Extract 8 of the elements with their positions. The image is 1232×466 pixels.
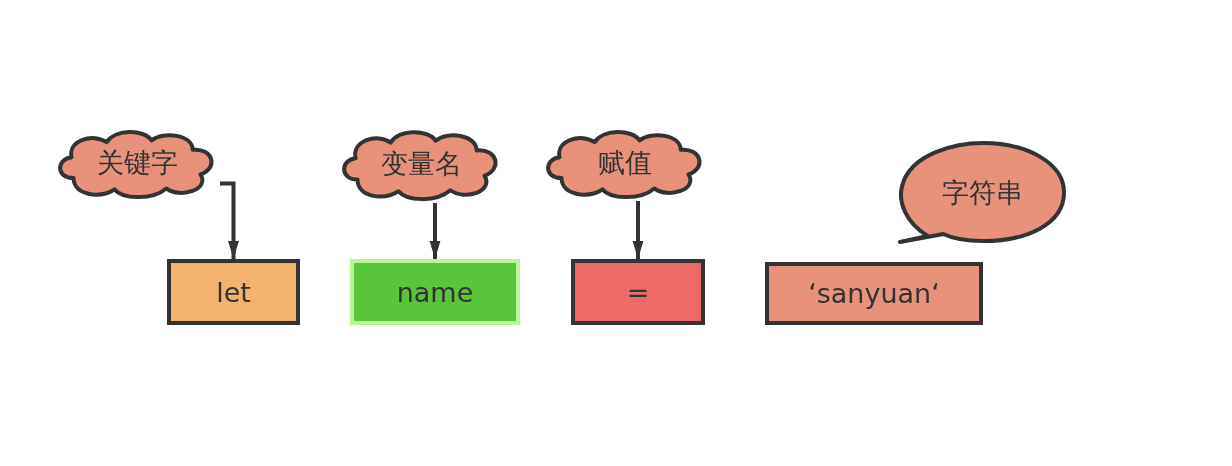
arrow	[429, 203, 441, 259]
arrow	[632, 201, 644, 259]
token-box: name	[350, 259, 520, 325]
speech-bubble: 字符串	[898, 143, 1066, 242]
token-box: =	[571, 259, 705, 325]
arrow	[220, 181, 239, 259]
token-box: ‘sanyuan‘	[765, 262, 983, 325]
token-box: let	[167, 259, 300, 325]
